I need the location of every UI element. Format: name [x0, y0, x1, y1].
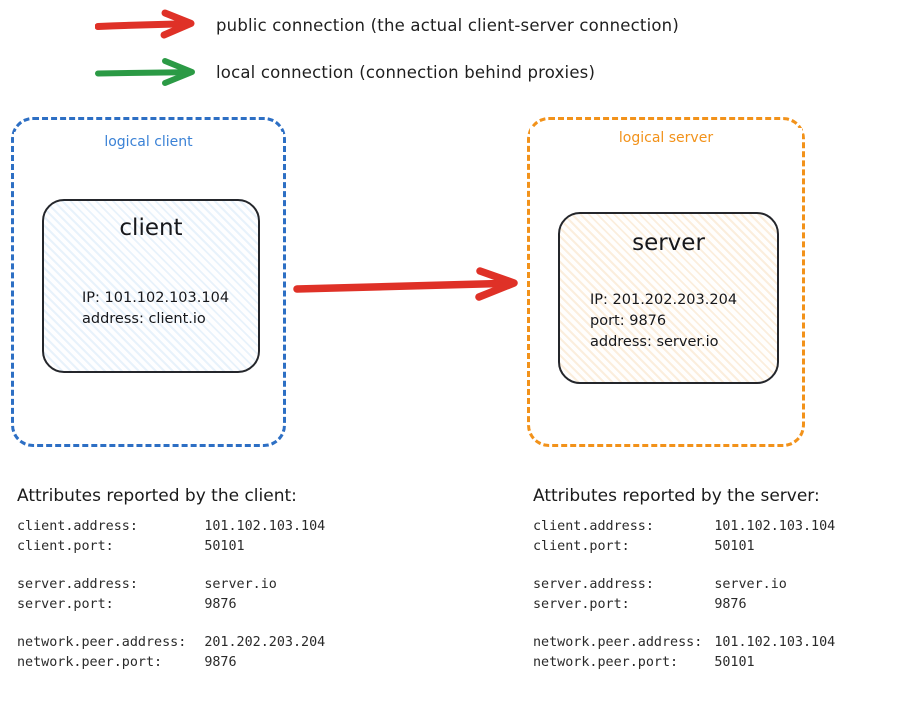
attribute-key	[17, 557, 186, 576]
attribute-key: client.port:	[533, 538, 630, 554]
attribute-value: 101.102.103.104	[714, 635, 836, 650]
attribute-key: network.peer.address:	[533, 635, 703, 650]
legend-item-local-connection: local connection (connection behind prox…	[95, 55, 595, 89]
attribute-value: 50101	[714, 654, 755, 670]
attribute-row: network.peer.port: 9876	[17, 654, 325, 674]
attribute-value	[702, 557, 835, 576]
attribute-value	[702, 615, 835, 634]
attribute-row: server.port: 9876	[17, 596, 325, 616]
client-attributes-heading: Attributes reported by the client:	[17, 486, 297, 506]
attribute-row-spacer	[17, 615, 325, 634]
server-node-properties: IP: 201.202.203.204 port: 9876 address: …	[590, 292, 738, 350]
legend-label-public-connection: public connection (the actual client-ser…	[216, 15, 679, 35]
public-connection-arrow	[293, 267, 518, 301]
server-attributes-table: client.address: 101.102.103.104 client.por…	[533, 518, 835, 673]
attribute-value: 9876	[204, 596, 237, 612]
attribute-row: network.peer.port: 50101	[533, 654, 835, 674]
attribute-key: server.address:	[533, 577, 654, 592]
attribute-row-spacer	[17, 557, 325, 576]
attribute-key	[533, 557, 702, 576]
attribute-value: 50101	[714, 538, 755, 554]
attribute-row-spacer	[533, 615, 835, 634]
attribute-row: network.peer.address: 201.202.203.204	[17, 634, 325, 654]
client-attributes-panel: Attributes reported by the client: clien…	[17, 486, 325, 673]
attribute-value: 50101	[204, 538, 245, 554]
attribute-row: client.address: 101.102.103.104	[533, 518, 835, 538]
logical-server-label: logical server	[530, 128, 802, 148]
attribute-key: network.peer.port:	[533, 654, 679, 670]
attribute-row: client.port: 50101	[17, 538, 325, 558]
attribute-value: 101.102.103.104	[714, 519, 836, 534]
attribute-key	[17, 615, 186, 634]
red-arrow-icon	[95, 9, 195, 39]
attribute-value: 9876	[204, 654, 237, 670]
attribute-row: client.address: 101.102.103.104	[17, 518, 325, 538]
attribute-key: network.peer.port:	[17, 654, 163, 670]
logical-client-group: logical client	[11, 117, 286, 447]
attribute-value: 101.102.103.104	[204, 519, 326, 534]
attribute-row: server.port: 9876	[533, 596, 835, 616]
server-node: server IP: 201.202.203.204 port: 9876 ad…	[558, 212, 779, 384]
client-node-title: client	[119, 215, 183, 241]
attribute-key: server.port:	[17, 596, 114, 612]
client-attributes-table: client.address: 101.102.103.104 client.por…	[17, 518, 325, 673]
attribute-value: 9876	[714, 596, 747, 612]
attribute-key: server.port:	[533, 596, 630, 612]
attribute-key	[533, 615, 702, 634]
client-attributes-body: client.address: 101.102.103.104 client.por…	[17, 518, 325, 673]
logical-client-label: logical client	[14, 132, 283, 152]
attribute-key: client.address:	[533, 519, 654, 534]
attribute-row: server.address: server.io	[533, 576, 835, 596]
legend-item-public-connection: public connection (the actual client-ser…	[95, 8, 679, 42]
green-arrow-icon	[95, 58, 195, 86]
attribute-key: server.address:	[17, 577, 138, 592]
attribute-row: client.port: 50101	[533, 538, 835, 558]
server-attributes-panel: Attributes reported by the server: clien…	[533, 486, 835, 673]
server-attributes-heading: Attributes reported by the server:	[533, 486, 820, 506]
legend-label-local-connection: local connection (connection behind prox…	[216, 62, 596, 82]
attribute-value	[186, 615, 325, 634]
attribute-row: server.address: server.io	[17, 576, 325, 596]
attribute-key: network.peer.address:	[17, 635, 187, 650]
server-node-title: server	[632, 230, 705, 256]
client-node-properties: IP: 101.102.103.104 address: client.io	[82, 290, 230, 327]
logical-server-group: logical server	[527, 117, 805, 447]
attribute-key: client.port:	[17, 538, 114, 554]
client-node: client IP: 101.102.103.104 address: clie…	[42, 199, 260, 373]
attribute-row: network.peer.address: 101.102.103.104	[533, 634, 835, 654]
attribute-row-spacer	[533, 557, 835, 576]
attribute-value	[186, 557, 325, 576]
attribute-value: server.io	[714, 577, 787, 592]
attribute-key: client.address:	[17, 519, 138, 534]
server-attributes-body: client.address: 101.102.103.104 client.por…	[533, 518, 835, 673]
attribute-value: server.io	[204, 577, 277, 592]
attribute-value: 201.202.203.204	[204, 635, 326, 650]
